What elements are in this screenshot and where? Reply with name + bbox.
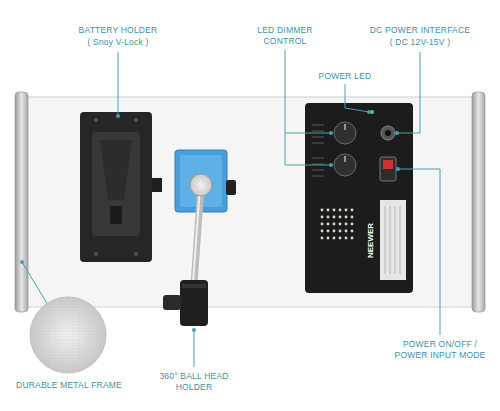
callout-label: BATTERY HOLDER bbox=[48, 25, 188, 36]
callout-label: ( Snoy V-Lock ) bbox=[48, 37, 188, 48]
callout-label: LED DIMMER CONTROL bbox=[252, 25, 318, 47]
callout-label: 360° BALL HEAD HOLDER bbox=[159, 371, 229, 393]
callout-label: ( DC 12V-15V ) bbox=[365, 37, 475, 48]
callout-label: DURABLE METAL FRAME bbox=[4, 380, 134, 391]
brand-mark: NEEWER bbox=[366, 222, 375, 257]
callout-label: DC POWER INTERFACE bbox=[365, 25, 475, 36]
callout-label: POWER LED bbox=[310, 71, 380, 82]
callout-label: POWER ON/OFF / POWER INPUT MODE bbox=[390, 339, 490, 361]
